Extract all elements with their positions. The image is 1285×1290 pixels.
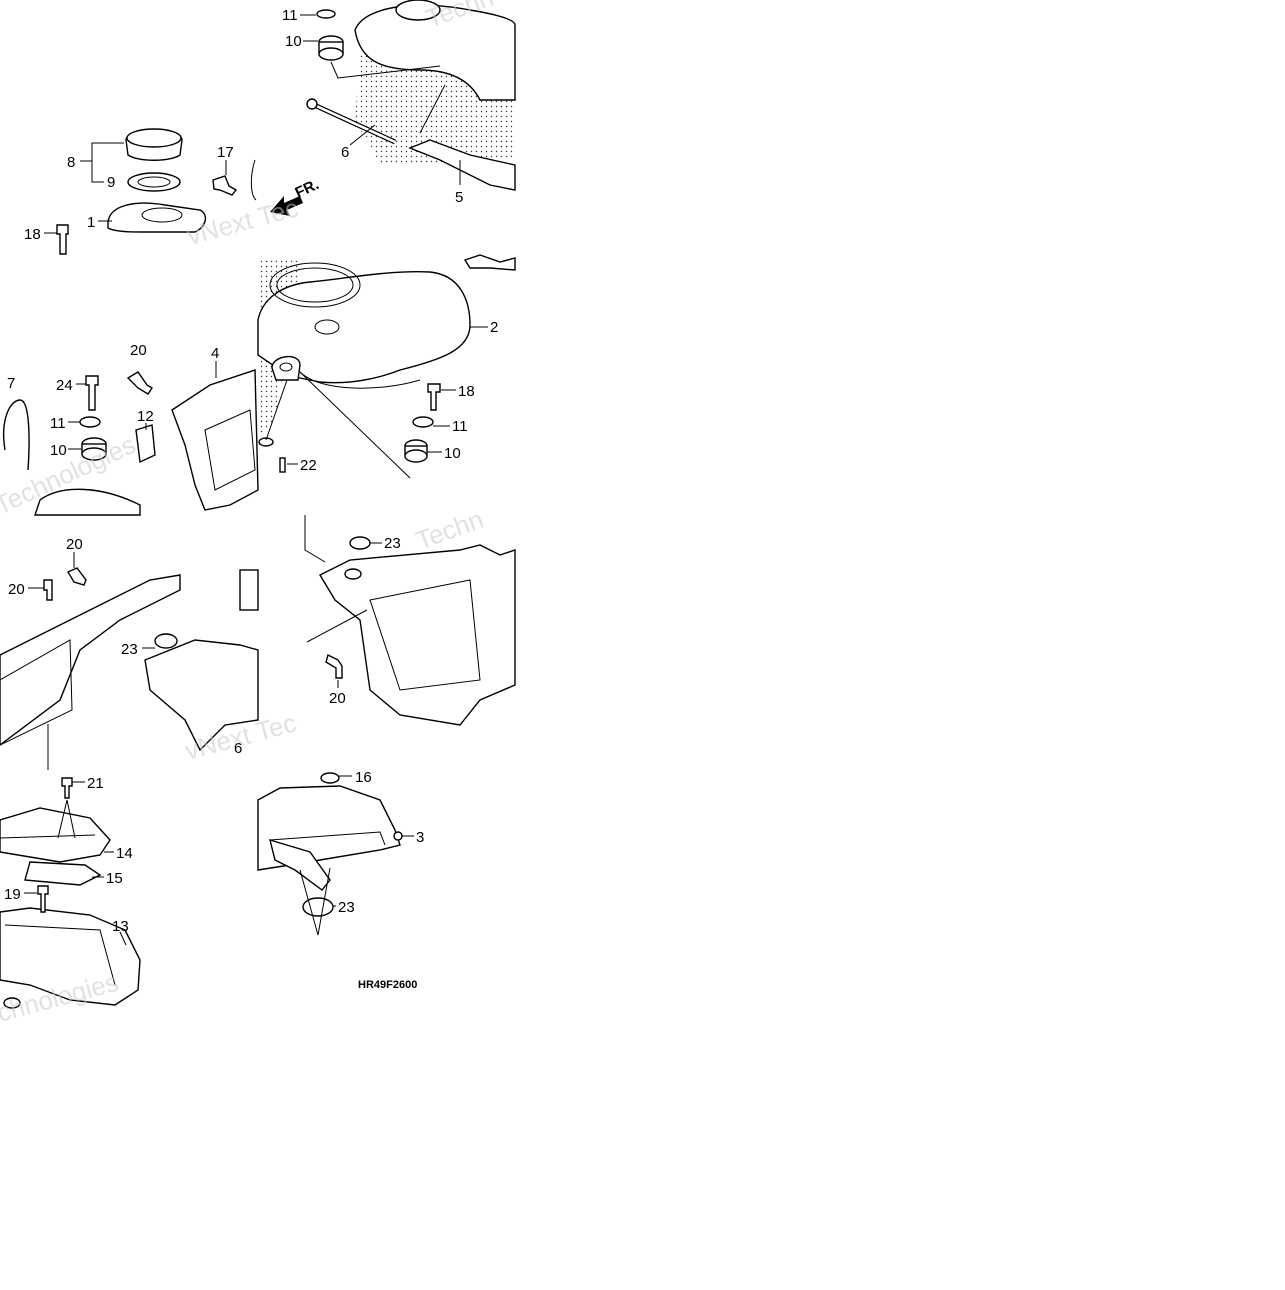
callout-2: 2 [490,319,498,336]
callout-13: 13 [112,918,129,935]
bolt-21 [61,777,73,799]
diagram-code: HR49F2600 [358,979,417,991]
callout-19: 19 [4,886,21,903]
callout-1: 1 [87,214,95,231]
hose-7 [3,399,30,471]
callout-16: 16 [355,769,372,786]
washer-11-left [79,416,101,428]
bolt-20-mid [126,371,153,395]
callout-11: 11 [50,415,66,432]
callout-9: 9 [107,174,115,191]
callout-3: 3 [416,829,424,846]
gasket-15 [24,861,102,886]
callouts: 11 10 6 5 8 9 17 1 18 2 18 11 10 22 7 24… [4,7,498,946]
tile-top-left: vNext Tec [56,128,302,255]
stay-bar-5 [408,139,516,191]
clip-12 [135,424,156,464]
callout-23: 23 [384,535,401,552]
grommet-16 [320,772,340,784]
bolt-20-left-b [66,567,87,586]
callout-6: 6 [341,144,349,161]
callout-21: 21 [87,775,104,792]
callout-10: 10 [444,445,461,462]
tile-top-right: FR. Techn [250,0,516,216]
callout-17: 17 [217,144,234,161]
callout-10: 10 [285,33,302,50]
bolt-6-head [306,98,318,110]
callout-20: 20 [66,536,83,553]
callout-11: 11 [282,7,298,24]
fuel-tank-2 [257,271,471,384]
callout-18: 18 [24,226,41,243]
washer-11-top [316,9,336,19]
bolt-19 [37,885,49,913]
watermark: vNext Tec [184,192,302,250]
lid-14 [0,807,111,863]
callout-18: 18 [458,383,475,400]
frame-rail [0,574,181,746]
front-arrow-label: FR. [293,176,322,202]
tank-edge [463,254,516,271]
callout-14: 14 [116,845,133,862]
callout-11: 11 [452,418,468,435]
tile-mid-left: Technologies [0,369,259,520]
box-13 [0,907,141,1006]
tile-bottom-left: chnologies [0,777,141,1028]
grommet-23-center [349,536,371,550]
grommet-23-bottom [302,897,334,917]
tile-center-left: vNext Tec [0,567,299,770]
pin-22 [279,457,286,473]
callout-6: 6 [234,740,242,757]
bolt-24 [85,375,99,411]
grommet-23-left [154,633,178,649]
tank-corner [34,488,141,516]
callout-23: 23 [338,899,355,916]
bolt-18-top [56,224,69,255]
gasket-9 [127,172,181,192]
callout-15: 15 [106,870,123,887]
callout-20: 20 [130,342,147,359]
callout-20: 20 [329,690,346,707]
mount-base [144,639,259,752]
bolt-20-left-a [43,579,53,601]
front-arrow-icon [270,196,303,216]
tile-bottom-right [257,772,403,936]
mount-tab [271,356,301,381]
side-cover [319,544,516,726]
bracket-1 [107,202,207,233]
callout-12: 12 [137,408,154,425]
washer-22 [258,437,274,447]
callout-22: 22 [300,457,317,474]
callout-7: 7 [7,375,15,392]
callout-10: 10 [50,442,67,459]
tab-strip [269,838,331,891]
washer-11-mid [412,416,434,428]
bolt-18-mid [427,383,441,411]
callout-4: 4 [211,345,219,362]
bracket-4 [171,369,259,511]
callout-20: 20 [8,581,25,598]
callout-5: 5 [455,189,463,206]
callout-24: 24 [56,377,73,394]
callout-23: 23 [121,641,138,658]
callout-8: 8 [67,154,75,171]
tile-mid-right [257,254,516,479]
bolt-20-center [325,653,343,679]
fuel-filler-neck [395,0,441,21]
bolt-17 [212,175,238,196]
